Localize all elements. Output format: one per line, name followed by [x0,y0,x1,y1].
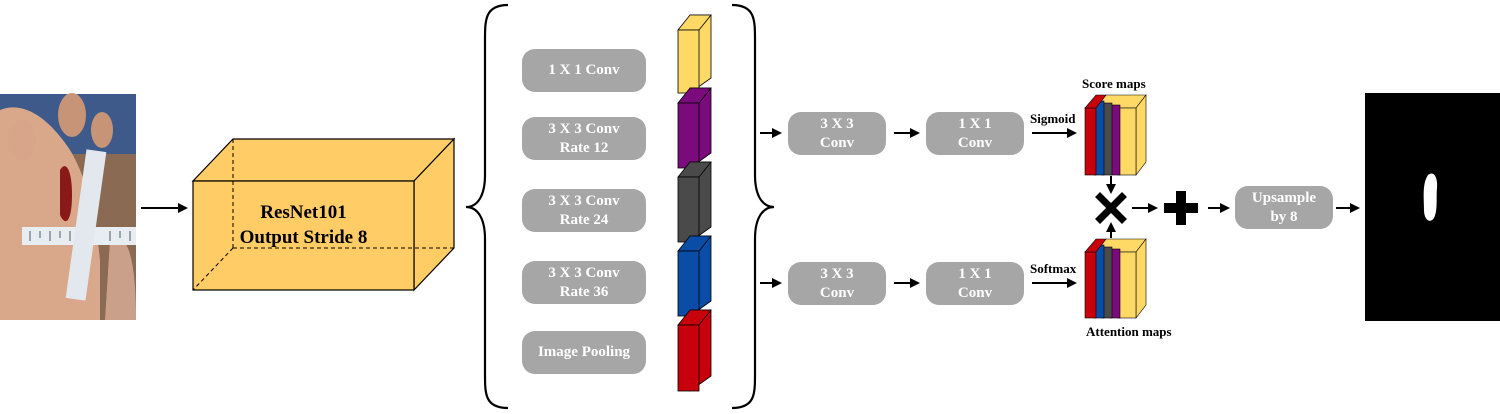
wound-photo [0,93,136,320]
sigmoid-label: Sigmoid [1030,111,1076,126]
top-conv1-line1: 1 X 1 [958,115,992,132]
upsample-line1: Upsample [1251,189,1317,206]
aspp-rate12-conv: 3 X 3 Conv Rate 12 [522,117,646,160]
bottom-conv1x1: 1 X 1 Conv [926,262,1024,305]
aspp-rate12-line2: Rate 12 [559,139,609,156]
plus-icon [1164,191,1198,225]
top-conv1-line2: Conv [957,134,993,151]
slab-rate24 [677,161,712,243]
top-conv1x1: 1 X 1 Conv [926,112,1024,155]
backbone-cube [191,137,456,292]
slab-image-pooling [677,309,712,392]
top-conv3-line1: 3 X 3 [820,115,854,132]
bottom-conv1-line2: Conv [957,284,993,301]
score-maps-label: Score maps [1082,76,1146,91]
aspp-rate36-line2: Rate 36 [559,283,609,300]
score-maps-stack [1084,94,1147,176]
top-conv3x3: 3 X 3 Conv [788,112,886,155]
aspp-1x1-line1: 1 X 1 Conv [548,62,620,78]
attention-maps-label: Attention maps [1086,324,1172,339]
aspp-rate36-line1: 3 X 3 Conv [548,264,620,281]
backbone-line2: Output Stride 8 [239,227,368,248]
bottom-conv1-line1: 1 X 1 [958,265,992,282]
upsample-line2: by 8 [1270,208,1298,225]
upsample-block: Upsample by 8 [1235,186,1333,229]
aspp-rate36-conv: 3 X 3 Conv Rate 36 [522,261,646,304]
bottom-conv3-line1: 3 X 3 [820,265,854,282]
attention-maps-stack [1084,238,1147,319]
aspp-pooling-line1: Image Pooling [537,344,631,360]
aspp-1x1-conv: 1 X 1 Conv [522,49,646,92]
slab-rate12 [677,87,712,169]
left-brace [465,3,509,410]
backbone-line1: ResNet101 [260,202,347,223]
aspp-rate12-line1: 3 X 3 Conv [548,120,620,137]
segmentation-mask [1365,93,1500,321]
softmax-label: Softmax [1030,261,1077,276]
backbone-label: ResNet101 Output Stride 8 [193,190,414,260]
bottom-conv3x3: 3 X 3 Conv [788,262,886,305]
right-brace [731,3,775,410]
slab-1x1 [677,14,712,94]
bottom-conv3-line2: Conv [819,284,855,301]
multiply-icon [1095,192,1127,224]
slab-rate36 [677,235,712,317]
aspp-rate24-line2: Rate 24 [559,211,609,228]
aspp-rate24-line1: 3 X 3 Conv [548,192,620,209]
aspp-image-pooling: Image Pooling [522,331,646,374]
top-conv3-line2: Conv [819,134,855,151]
aspp-rate24-conv: 3 X 3 Conv Rate 24 [522,189,646,232]
